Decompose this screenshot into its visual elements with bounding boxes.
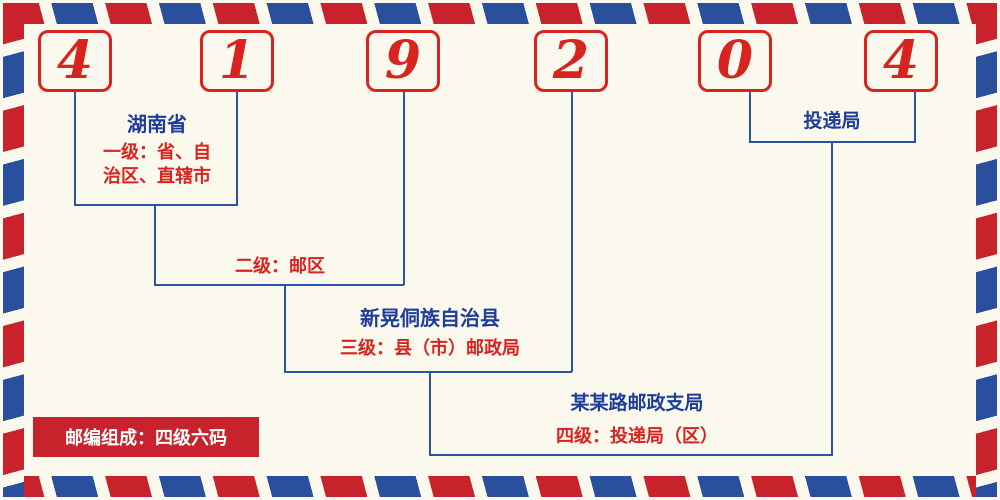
level2-desc-label: 二级：邮区 [235, 256, 325, 277]
airmail-border-right [976, 3, 997, 497]
connector-line [831, 142, 833, 455]
digit-4: 2 [552, 30, 590, 91]
connector-line [429, 454, 833, 456]
level4-region-label: 某某路邮政支局 [570, 392, 704, 414]
level4-desc-label: 四级：投递局（区） [556, 426, 718, 447]
connector-line [284, 285, 286, 372]
connector-line [429, 372, 431, 455]
connector-line [74, 204, 238, 206]
connector-line [284, 371, 572, 373]
connector-line [74, 92, 76, 205]
connector-line [236, 92, 238, 205]
connector-line [914, 92, 916, 142]
digit-6: 4 [882, 30, 920, 91]
level1-region-label: 湖南省 [127, 112, 187, 136]
connector-line [154, 205, 156, 285]
digit-1: 4 [56, 30, 94, 91]
digit-3: 9 [384, 30, 422, 91]
digit-box-6: 4 [864, 30, 938, 92]
level3-region-label: 新晃侗族自治县 [360, 306, 500, 330]
digit-box-4: 2 [534, 30, 608, 92]
digit-box-2: 1 [200, 30, 274, 92]
level1-desc-line2: 治区、直辖市 [103, 166, 211, 187]
level1-desc-line1: 一级：省、自 [103, 142, 211, 163]
airmail-border-left [3, 3, 24, 497]
digit-5: 0 [716, 30, 754, 91]
airmail-border-bottom [3, 476, 997, 497]
connector-line [571, 92, 573, 372]
composition-badge: 邮编组成：四级六码 [33, 417, 259, 457]
connector-line [749, 92, 751, 142]
airmail-border-top [3, 3, 997, 24]
connector-line [403, 92, 405, 285]
digit-2: 1 [218, 30, 256, 91]
delivery-office-label: 投递局 [803, 110, 861, 132]
digit-box-5: 0 [698, 30, 772, 92]
digit-box-1: 4 [38, 30, 112, 92]
digit-box-3: 9 [366, 30, 440, 92]
level3-desc-label: 三级：县（市）邮政局 [340, 338, 520, 359]
connector-line [154, 284, 404, 286]
